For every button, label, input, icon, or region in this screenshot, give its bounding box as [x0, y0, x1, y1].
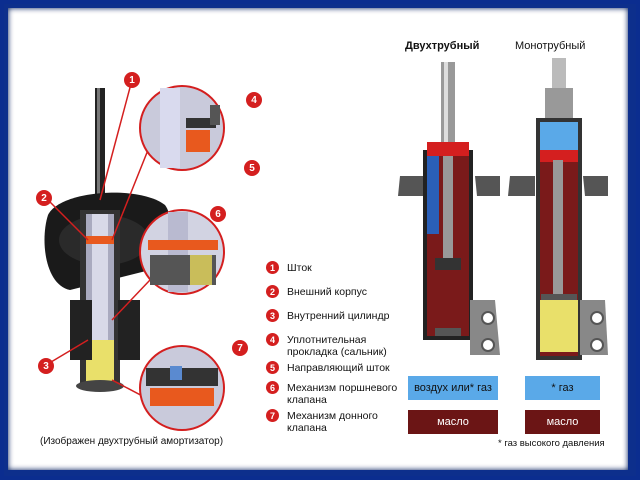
- legend-label: Механизм донного клапана: [287, 410, 378, 434]
- mono-tube-heading: Монотрубный: [515, 40, 586, 52]
- badge-7: 7: [232, 340, 248, 356]
- legend-item-2: 2 Внешний корпус: [266, 285, 367, 298]
- legend-item-7: 7 Механизм донного клапана: [266, 409, 406, 434]
- legend-number: 7: [266, 409, 279, 422]
- footnote: * газ высокого давления: [498, 438, 605, 449]
- detail-circle-middle: [139, 209, 225, 295]
- badge-4: 4: [246, 92, 262, 108]
- legend-item-3: 3 Внутренний цилиндр: [266, 309, 390, 322]
- legend-item-4: 4 Уплотнительная прокладка (сальник): [266, 333, 416, 358]
- twin-tube-heading: Двухтрубный: [405, 40, 480, 52]
- strut-drawing: [44, 79, 170, 401]
- legend-label: Шток: [287, 262, 312, 274]
- caption: (Изображен двухтрубный амортизатор): [40, 436, 224, 447]
- badge-2: 2: [36, 190, 52, 206]
- detail-circle-top: [139, 85, 225, 171]
- legend-label: Механизм поршневого клапана: [287, 382, 398, 406]
- legend-number: 3: [266, 309, 279, 322]
- legend-label: Направляющий шток: [287, 362, 390, 374]
- detail-circle-bottom: [139, 345, 225, 431]
- twin-oil-box: масло: [408, 410, 498, 434]
- legend-item-5: 5 Направляющий шток: [266, 361, 390, 374]
- legend-label: Внутренний цилиндр: [287, 310, 390, 322]
- mono-gas-box: * газ: [525, 376, 600, 400]
- mono-tube-drawing: [508, 58, 608, 360]
- legend-number: 4: [266, 333, 279, 346]
- legend-number: 2: [266, 285, 279, 298]
- legend-item-1: 1 Шток: [266, 261, 312, 274]
- twin-air-box: воздух или* газ: [408, 376, 498, 400]
- legend-number: 1: [266, 261, 279, 274]
- legend-label: Внешний корпус: [287, 286, 367, 298]
- legend-number: 5: [266, 361, 279, 374]
- legend-number: 6: [266, 381, 279, 394]
- badge-3: 3: [38, 358, 54, 374]
- badge-1: 1: [124, 72, 140, 88]
- legend-item-6: 6 Механизм поршневого клапана: [266, 381, 406, 406]
- mono-oil-box: масло: [525, 410, 600, 434]
- legend-label: Уплотнительная прокладка (сальник): [287, 334, 387, 358]
- badge-6: 6: [210, 206, 226, 222]
- badge-5: 5: [244, 160, 260, 176]
- twin-tube-drawing: [398, 62, 500, 355]
